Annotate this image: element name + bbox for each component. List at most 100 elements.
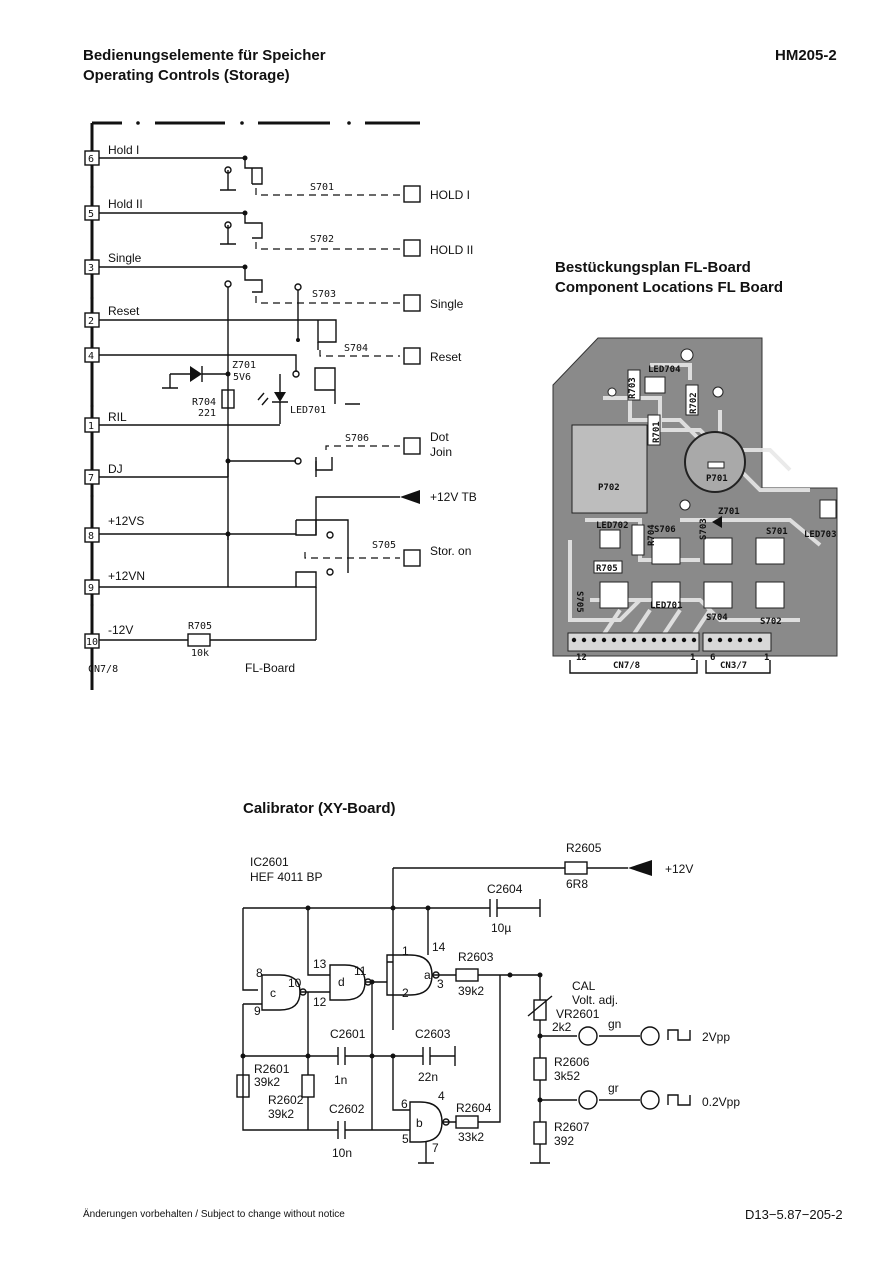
r704-value: 221 [198, 408, 216, 419]
reset-label: Reset [430, 350, 462, 364]
z701-label: Z701 [232, 360, 256, 371]
calibrator-title: Calibrator (XY-Board) [243, 800, 396, 817]
dot-join-button[interactable] [403, 437, 421, 455]
board-label: FL-Board [245, 661, 295, 675]
svg-text:2: 2 [88, 316, 94, 327]
r2605-label: R2605 [566, 841, 602, 855]
pcb-r704: R704 [647, 524, 657, 546]
svg-text:14: 14 [432, 940, 446, 954]
pcb-led701: LED701 [650, 601, 683, 611]
model-number: HM205-2 [775, 47, 837, 64]
r2603-value: 39k2 [458, 984, 484, 998]
single-label: Single [430, 297, 464, 311]
pcb-s703: S703 [699, 518, 709, 540]
vr2601-label: VR2601 [556, 1007, 600, 1021]
s706-label: S706 [345, 433, 369, 444]
component-locations-title-de: Bestückungsplan FL-Board [555, 259, 751, 276]
c2601-value: 1n [334, 1073, 347, 1087]
connector-label: CN7/8 [88, 664, 118, 675]
svg-text:10: 10 [288, 976, 302, 990]
board-border [90, 121, 420, 690]
pin-label-reset: Reset [108, 304, 140, 318]
output1-label: 2Vpp [702, 1030, 730, 1044]
r2602-value: 39k2 [268, 1107, 294, 1121]
reset-button[interactable] [403, 347, 421, 365]
svg-text:a: a [424, 968, 431, 982]
r2607-resistor [533, 1121, 547, 1145]
page-title-de: Bedienungselemente für Speicher [83, 47, 326, 64]
r2606-value: 3k52 [554, 1069, 580, 1083]
ic-type: HEF 4011 BP [250, 870, 322, 884]
r2605-resistor [564, 861, 588, 875]
r704-resistor [221, 389, 235, 409]
pin-label-ril: RIL [108, 410, 127, 424]
connector-pins: 6 5 3 2 4 1 7 8 9 10 [84, 150, 100, 649]
svg-text:c: c [270, 986, 276, 1000]
c2604-value: 10µ [491, 921, 511, 935]
svg-text:10: 10 [86, 637, 98, 648]
gn-label: gn [608, 1017, 621, 1031]
c2601-label: C2601 [330, 1027, 366, 1041]
footer-doc-number: D13−5.87−205-2 [745, 1207, 843, 1222]
svg-text:12: 12 [576, 653, 587, 663]
pin-label-hold1: Hold I [108, 143, 139, 157]
pcb-s704: S704 [706, 613, 728, 623]
s704-label: S704 [344, 343, 368, 354]
r705-label: R705 [188, 621, 212, 632]
pin-label-single: Single [108, 251, 142, 265]
r2601-resistor [236, 1074, 250, 1098]
s701-label: S701 [310, 182, 334, 193]
ic-label: IC2601 [250, 855, 289, 869]
pcb-s701: S701 [766, 527, 788, 537]
dot-label: Dot [430, 430, 449, 444]
output2-label: 0.2Vpp [702, 1095, 740, 1109]
output-02vpp-terminal[interactable] [578, 1090, 598, 1110]
svg-text:1: 1 [88, 421, 94, 432]
c2603-label: C2603 [415, 1027, 451, 1041]
pin-label-12vs: +12VS [108, 514, 144, 528]
pin-label-minus12v: -12V [108, 623, 133, 637]
cal-label: CAL [572, 979, 596, 993]
pcb-cn78: CN7/8 [613, 661, 640, 671]
c2604-label: C2604 [487, 882, 523, 896]
pcb-cn37: CN3/7 [720, 661, 747, 671]
svg-text:3: 3 [88, 263, 94, 274]
pcb-led703: LED703 [804, 530, 837, 540]
hold2-button[interactable] [403, 239, 421, 257]
s703-label: S703 [312, 289, 336, 300]
r705-resistor [187, 633, 211, 647]
c2603-value: 22n [418, 1070, 438, 1084]
pin-label-dj: DJ [108, 462, 123, 476]
svg-text:5: 5 [88, 209, 94, 220]
pcb-led702: LED702 [596, 521, 629, 531]
c2602-label: C2602 [329, 1102, 365, 1116]
r2606-label: R2606 [554, 1055, 590, 1069]
svg-text:9: 9 [254, 1004, 261, 1018]
svg-text:5: 5 [402, 1132, 409, 1146]
svg-text:b: b [416, 1116, 423, 1130]
svg-text:4: 4 [88, 351, 94, 362]
join-label: Join [430, 445, 452, 459]
pcb-r703: R703 [628, 377, 638, 399]
pcb-led704: LED704 [648, 365, 681, 375]
pcb-r705: R705 [596, 564, 618, 574]
pcb-p701: P701 [706, 474, 728, 484]
gate-b [409, 1101, 443, 1143]
stor-on-button[interactable] [403, 549, 421, 567]
pcb-z701: Z701 [718, 507, 740, 517]
pcb-s705: S705 [574, 591, 584, 613]
svg-text:6: 6 [88, 154, 94, 165]
r2604-label: R2604 [456, 1101, 492, 1115]
square-wave-icon-2 [667, 1094, 691, 1106]
svg-text:2: 2 [402, 986, 409, 1000]
svg-text:3: 3 [437, 977, 444, 991]
single-button[interactable] [403, 294, 421, 312]
svg-text:6: 6 [710, 653, 715, 663]
hold1-button[interactable] [403, 185, 421, 203]
pcb-r701: R701 [652, 421, 662, 443]
output-2vpp-terminal[interactable] [578, 1026, 598, 1046]
svg-text:1: 1 [764, 653, 769, 663]
square-wave-icon [667, 1029, 691, 1041]
